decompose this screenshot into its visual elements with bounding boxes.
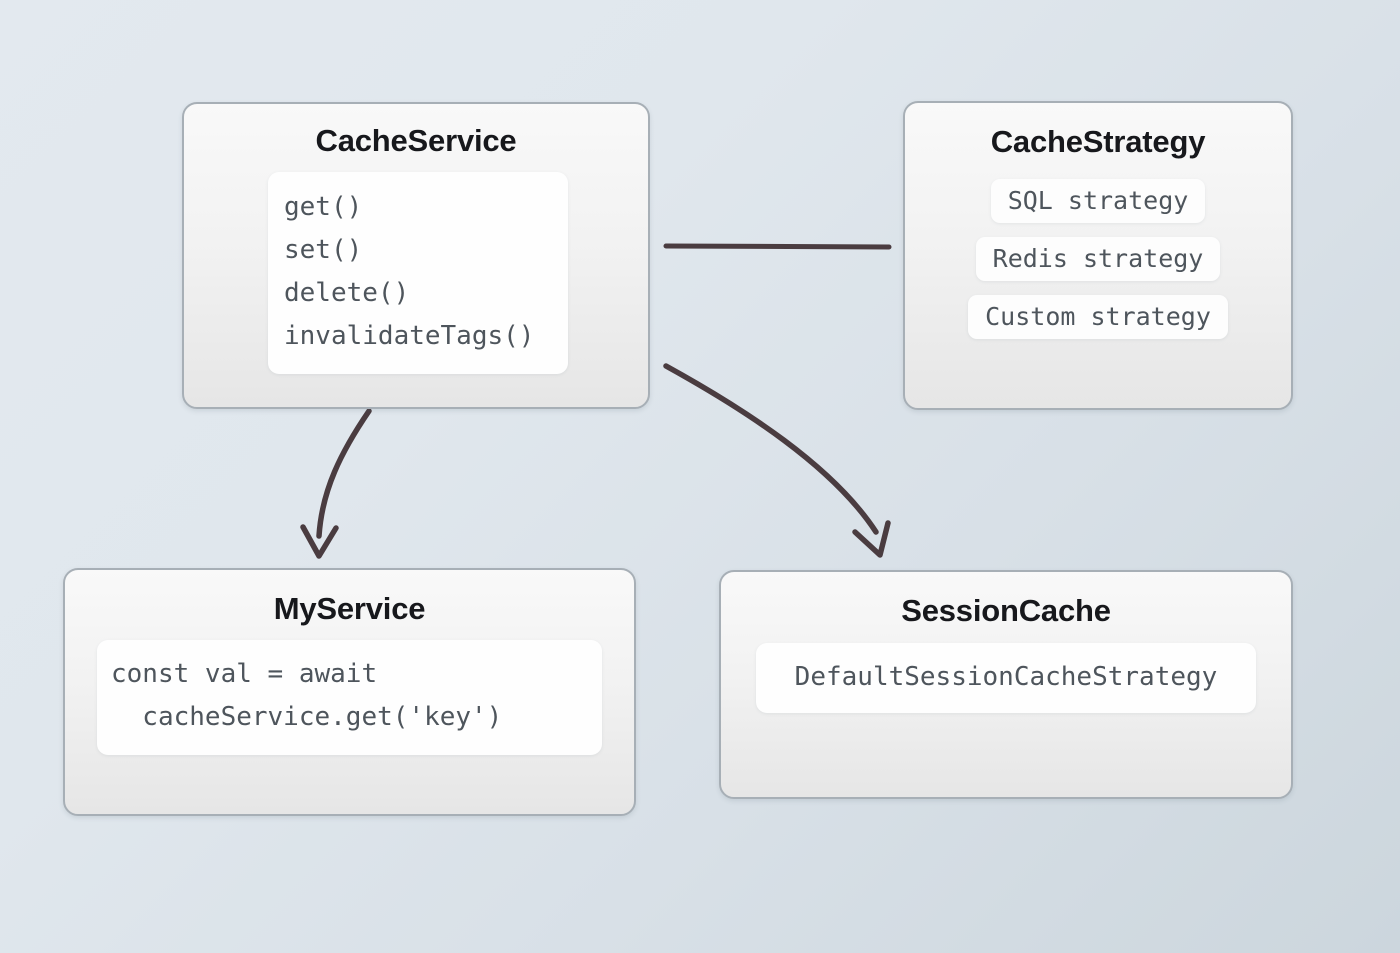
node-title-cache-service: CacheService [315,123,517,158]
arrowhead-sessioncache [852,520,891,558]
edge-cacheservice-to-sessioncache [663,363,879,535]
method-invalidate-tags: invalidateTags() [284,321,535,352]
node-title-cache-strategy: CacheStrategy [990,124,1206,159]
method-delete: delete() [284,278,410,309]
strategy-chip-sql[interactable]: SQL strategy [990,179,1206,224]
arrowhead-myservice [300,524,339,559]
session-cache-strategy-panel: DefaultSessionCacheStrategy [756,643,1256,714]
method-get: get() [284,192,363,223]
method-set: set() [284,235,363,266]
node-my-service[interactable]: MyService const val = await cacheService… [63,568,636,816]
node-cache-service[interactable]: CacheService get() set() delete() invali… [182,102,650,409]
cache-strategy-chip-stack: SQL strategy Redis strategy Custom strat… [968,179,1228,340]
node-title-session-cache: SessionCache [901,593,1111,628]
code-line-1: const val = await [111,659,378,690]
strategy-chip-custom[interactable]: Custom strategy [968,295,1228,340]
node-cache-strategy[interactable]: CacheStrategy SQL strategy Redis strateg… [903,101,1293,410]
cache-service-methods-panel: get() set() delete() invalidateTags() [268,172,568,375]
node-session-cache[interactable]: SessionCache DefaultSessionCacheStrategy [719,570,1293,799]
strategy-chip-redis[interactable]: Redis strategy [975,237,1221,282]
node-title-my-service: MyService [273,591,426,626]
code-line-2: cacheService.get('key') [111,702,503,733]
edge-cacheservice-to-cachestrategy [663,243,892,250]
my-service-code-panel: const val = await cacheService.get('key'… [97,640,602,756]
session-cache-strategy-name: DefaultSessionCacheStrategy [794,662,1218,693]
edge-cacheservice-to-myservice [316,408,372,539]
